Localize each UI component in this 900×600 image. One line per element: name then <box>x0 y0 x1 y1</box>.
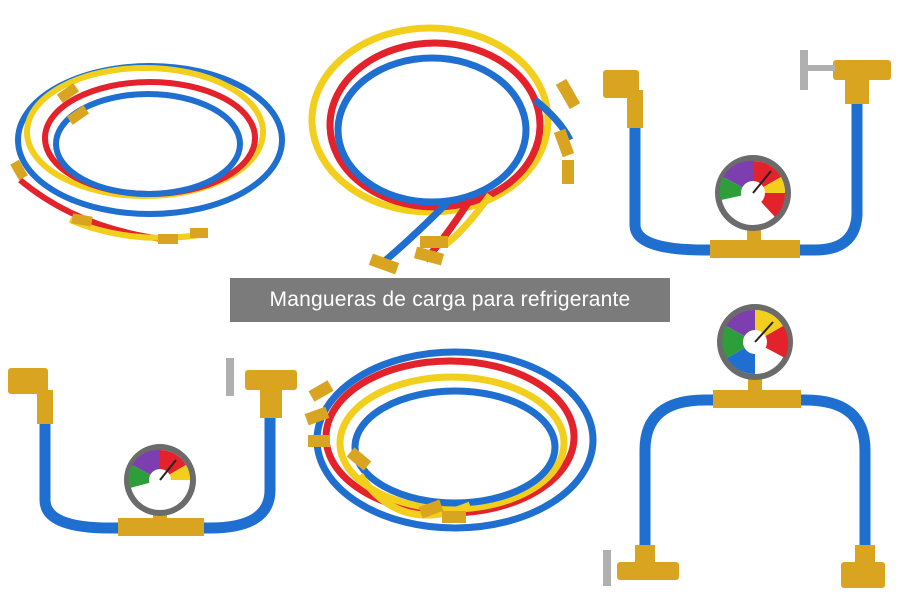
caption-banner: Mangueras de carga para refrigerante <box>230 278 670 322</box>
hose-set-coiled-large-image <box>300 10 600 280</box>
recharge-hose-gauge-image <box>595 35 895 265</box>
recharge-hose-gauge-low-image <box>0 350 300 550</box>
hose-set-coiled-thin-image <box>0 20 300 260</box>
hose-set-coiled-flat-image <box>300 335 600 575</box>
recharge-hose-gauge-inverted-image <box>595 300 895 595</box>
caption-text: Mangueras de carga para refrigerante <box>269 288 631 311</box>
